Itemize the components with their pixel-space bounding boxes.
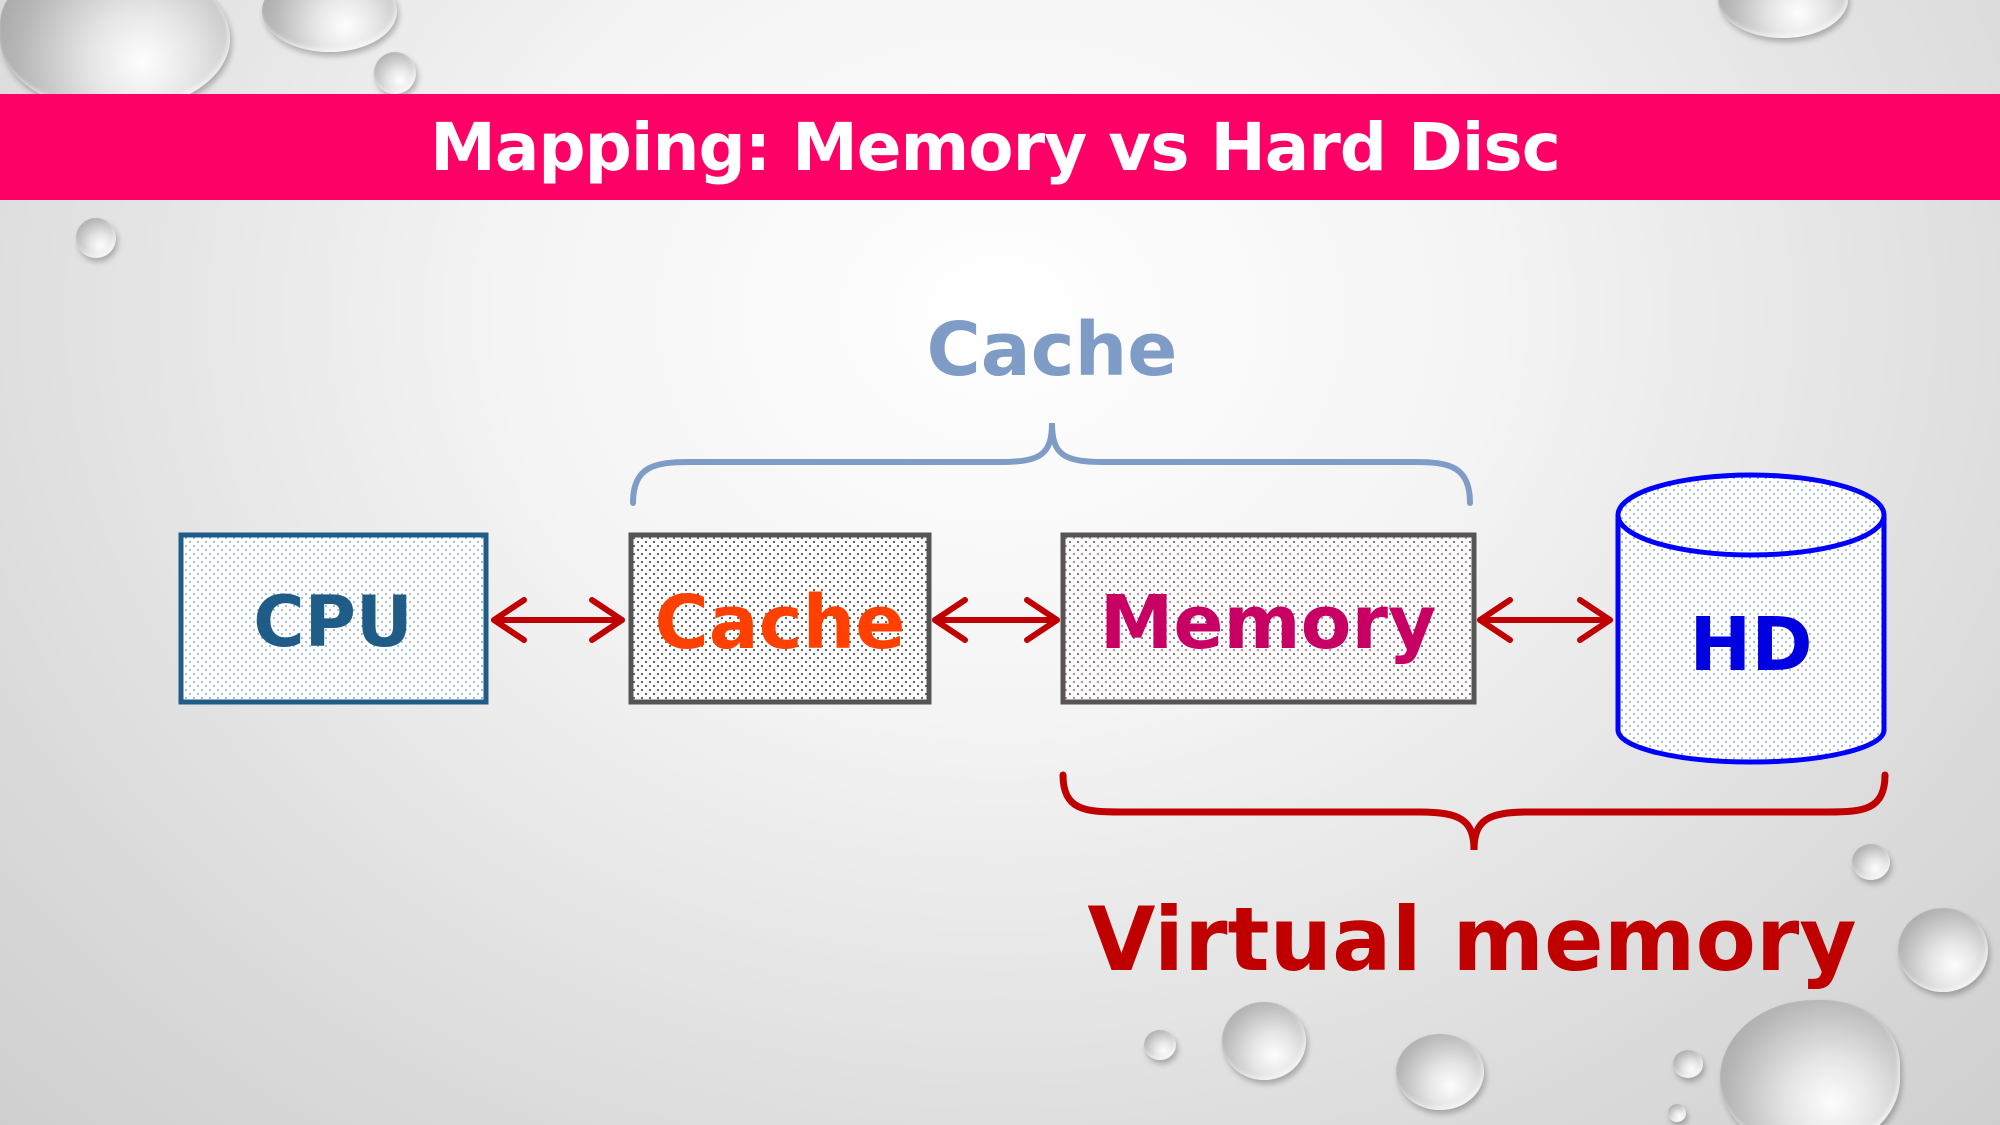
cache-group-label: Cache (927, 307, 1178, 393)
virtual-memory-label: Virtual memory (1087, 888, 1856, 991)
double-arrow-icon (491, 597, 527, 643)
cpu-label: CPU (253, 581, 413, 663)
cpu-box (178, 532, 489, 705)
water-drop-icon (1898, 908, 1988, 992)
water-drop-icon (1720, 1000, 1900, 1125)
water-drop-icon (1668, 1104, 1686, 1122)
memory-label: Memory (1100, 580, 1437, 666)
cylinder-icon (1615, 515, 1887, 765)
slide-title: Mapping: Memory vs Hard Disc (430, 108, 1561, 186)
water-drop-icon (0, 0, 230, 110)
water-drop-icon (1222, 1002, 1306, 1080)
water-drop-icon (1144, 1030, 1176, 1060)
hd-label: HD (1689, 602, 1812, 688)
arrow-cpu-cache (491, 597, 625, 643)
water-drop-icon (1396, 1034, 1484, 1110)
cache-group-brace (630, 422, 1473, 506)
double-arrow-icon (932, 597, 968, 643)
double-arrow-icon (1477, 597, 1513, 643)
memory-box (1060, 532, 1477, 705)
title-bar: Mapping: Memory vs Hard Disc (0, 94, 2000, 200)
water-drop-icon (1852, 844, 1890, 880)
hd-cylinder-top (1615, 472, 1887, 558)
virtual-memory-brace (1059, 771, 1889, 851)
water-drop-icon (374, 52, 416, 94)
water-drop-icon (1673, 1050, 1703, 1078)
water-drop-icon (76, 218, 116, 258)
cache-box (628, 532, 932, 705)
arrow-memory-hd (1477, 597, 1613, 643)
arrow-cache-memory (932, 597, 1060, 643)
hd-cylinder (1615, 472, 1887, 765)
cache-label: Cache (655, 580, 906, 666)
